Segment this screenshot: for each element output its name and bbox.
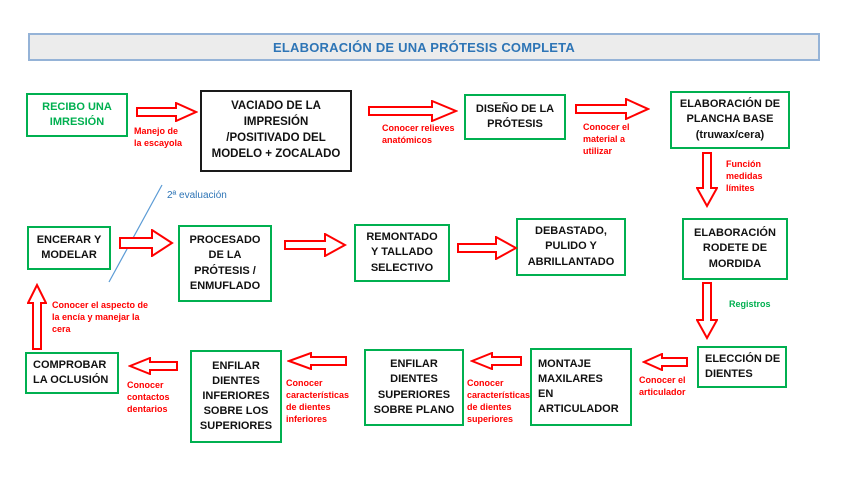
arrow-right-diseno-plancha-icon xyxy=(575,98,650,120)
arrow-right-encerar-procesado-icon xyxy=(119,229,174,257)
label-segunda-evaluacion: 2ª evaluación xyxy=(167,190,227,201)
arrow-down-plancha-rodete-icon xyxy=(696,152,718,208)
node-eleccion-dientes: ELECCIÓN DE DIENTES xyxy=(697,346,787,388)
node-enfilar-inferiores: ENFILAR DIENTES INFERIORES SOBRE LOS SUP… xyxy=(190,350,282,443)
arrow-right-remontado-debastado-icon xyxy=(457,236,518,260)
arrow-left-eleccion-montaje-icon xyxy=(642,353,688,371)
label-manejo-escayola: Manejo de la escayola xyxy=(134,126,183,149)
label-registros: Registros xyxy=(729,299,771,309)
node-encerar-modelar: ENCERAR Y MODELAR xyxy=(27,226,111,270)
node-plancha-base: ELABORACIÓN DE PLANCHA BASE (truwax/cera… xyxy=(670,91,790,149)
label-dientes-inferiores: Conocer características de dientes infer… xyxy=(286,378,350,425)
node-rodete-mordida: ELABORACIÓN RODETE DE MORDIDA xyxy=(682,218,788,280)
arrow-left-enfilarinf-comprobar-icon xyxy=(128,357,178,375)
node-vaciado-impresion: VACIADO DE LA IMPRESIÓN /POSITIVADO DEL … xyxy=(200,90,352,172)
label-conocer-articulador: Conocer el articulador xyxy=(639,375,686,398)
node-enfilar-superiores: ENFILAR DIENTES SUPERIORES SOBRE PLANO xyxy=(364,349,464,426)
node-recibo-impresion: RECIBO UNA IMRESIÓN xyxy=(26,93,128,137)
node-debastado-pulido: DEBASTADO, PULIDO Y ABRILLANTADO xyxy=(516,218,626,276)
label-relieves-anatomicos: Conocer relieves anatómicos xyxy=(382,123,455,146)
label-contactos-dentarios: Conocer contactos dentarios xyxy=(127,380,170,415)
arrow-right-recibo-vaciado-icon xyxy=(136,102,198,122)
arrow-right-vaciado-diseno-icon xyxy=(368,100,458,122)
arrow-left-enfilarsup-enfilarinf-icon xyxy=(287,352,347,370)
label-dientes-superiores: Conocer características de dientes super… xyxy=(467,378,531,425)
annotation-line xyxy=(108,184,163,283)
node-montaje-articulador: MONTAJE MAXILARES EN ARTICULADOR xyxy=(530,348,632,426)
label-aspecto-encia: Conocer el aspecto de la encía y manejar… xyxy=(52,300,149,335)
label-material-utilizar: Conocer el material a utilizar xyxy=(583,122,630,157)
node-comprobar-oclusion: COMPROBAR LA OCLUSIÓN xyxy=(25,352,119,394)
node-remontado-tallado: REMONTADO Y TALLADO SELECTIVO xyxy=(354,224,450,282)
label-funcion-medidas: Función medidas límites xyxy=(726,159,763,194)
arrow-up-comprobar-encerar-icon xyxy=(27,283,47,350)
page-title: ELABORACIÓN DE UNA PRÓTESIS COMPLETA xyxy=(28,33,820,61)
node-procesado-protesis: PROCESADO DE LA PRÓTESIS / ENMUFLADO xyxy=(178,225,272,302)
arrow-down-rodete-eleccion-icon xyxy=(696,282,718,340)
arrow-left-montaje-enfilarsup-icon xyxy=(470,352,522,370)
node-diseno-protesis: DISEÑO DE LA PRÓTESIS xyxy=(464,94,566,140)
arrow-right-procesado-remontado-icon xyxy=(284,233,347,257)
